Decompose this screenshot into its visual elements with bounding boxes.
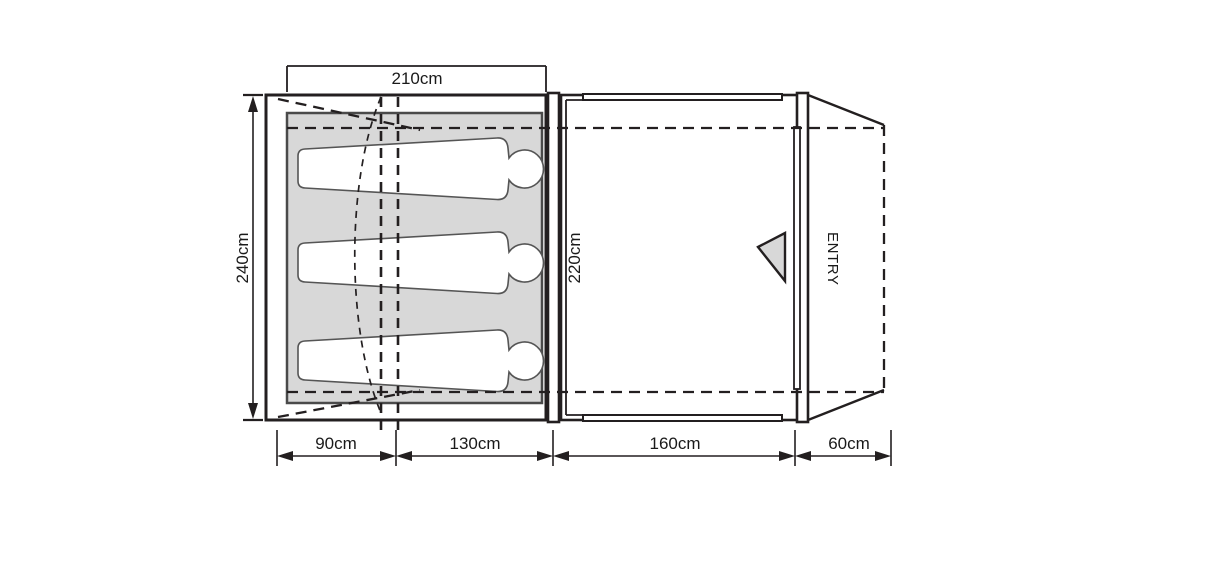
- dimension-130cm: 130cm: [396, 434, 553, 461]
- bed-1: [297, 137, 545, 201]
- dim-240-label: 240cm: [233, 232, 252, 283]
- dim-60-arrow-right: [875, 451, 891, 461]
- dim-90-arrow-left: [277, 451, 293, 461]
- entry-label: ENTRY: [824, 232, 841, 286]
- dim-160-arrow-right: [779, 451, 795, 461]
- dimension-210cm: 210cm: [286, 65, 547, 92]
- sleeping-mats-group: [297, 137, 545, 393]
- dim-witness-lines: [276, 430, 892, 466]
- bed-3: [297, 329, 545, 393]
- bed-3-shape: [297, 329, 545, 393]
- entry-door-frame[interactable]: [793, 91, 810, 424]
- dimension-160cm: 160cm: [553, 434, 795, 461]
- dim-240-caps: [243, 93, 263, 422]
- entry-direction-triangle: [756, 231, 787, 285]
- dim-60-arrow-left: [795, 451, 811, 461]
- dim-60-label: 60cm: [828, 434, 870, 453]
- center-divider-panel: [546, 91, 561, 424]
- living-area-group: [559, 93, 803, 422]
- living-top-panel: [582, 93, 783, 101]
- dimension-60cm: 60cm: [795, 434, 891, 461]
- dashed-pole-lines: [379, 97, 400, 430]
- dim-130-label: 130cm: [449, 434, 500, 453]
- entry-label-group: ENTRY: [824, 232, 841, 286]
- living-bottom-panel: [582, 414, 783, 422]
- dim-240-arrow-top: [248, 96, 258, 112]
- dim-90-label: 90cm: [315, 434, 357, 453]
- dim-130-arrow-left: [396, 451, 412, 461]
- dim-240-arrow-bottom: [248, 403, 258, 419]
- dim-210-label: 210cm: [391, 69, 442, 88]
- dashed-construction-lines: [277, 97, 886, 419]
- dimension-220cm: 220cm: [565, 99, 590, 416]
- dim-220-bracket: [565, 99, 590, 416]
- dashed-diagonal-bottom-left: [277, 388, 421, 419]
- canopy-top-edge: [807, 93, 885, 127]
- dim-210-bracket: [286, 65, 547, 92]
- dim-160-label: 160cm: [649, 434, 700, 453]
- dimension-240cm: 240cm: [233, 93, 263, 422]
- dim-220-label: 220cm: [565, 232, 584, 283]
- dashed-diagonal-top-left: [277, 97, 421, 132]
- entry-door-leaf[interactable]: [793, 126, 801, 390]
- bed-1-shape: [297, 137, 545, 201]
- dashed-inner-arc: [353, 96, 382, 414]
- dashed-inner-arc-group: [353, 96, 382, 414]
- dim-90-arrow-right: [380, 451, 396, 461]
- bed-2: [297, 231, 545, 295]
- divider-wall: [546, 91, 561, 424]
- dim-130-arrow-right: [537, 451, 553, 461]
- living-area-outline: [559, 93, 803, 422]
- triangle-icon: [756, 231, 787, 285]
- porch-canopy-group: [807, 93, 885, 422]
- bottom-dimension-chain: 90cm 130cm 160cm 60cm: [276, 430, 892, 466]
- dimension-90cm: 90cm: [277, 434, 396, 461]
- dim-160-arrow-left: [553, 451, 569, 461]
- canopy-bottom-edge: [807, 388, 885, 422]
- bed-2-shape: [297, 231, 545, 295]
